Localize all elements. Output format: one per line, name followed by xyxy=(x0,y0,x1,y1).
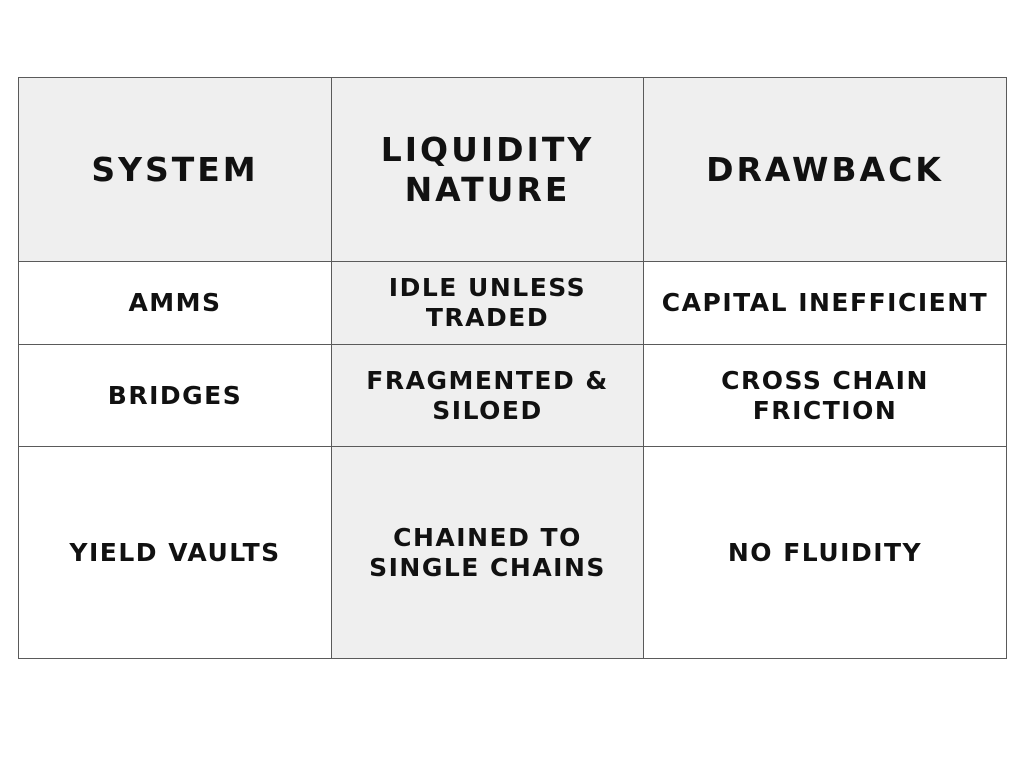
cell-drawback: CROSS CHAIN FRICTION xyxy=(643,344,1007,447)
cell-liquidity-nature: CHAINED TO SINGLE CHAINS xyxy=(331,446,644,659)
table-header-row: SYSTEM LIQUIDITY NATURE DRAWBACK xyxy=(18,77,1007,262)
cell-liquidity-nature: FRAGMENTED & SILOED xyxy=(331,344,644,447)
cell-system: YIELD VAULTS xyxy=(18,446,332,659)
comparison-table: SYSTEM LIQUIDITY NATURE DRAWBACK AMMS ID… xyxy=(18,77,1007,659)
header-system: SYSTEM xyxy=(18,77,332,262)
cell-liquidity-nature: IDLE UNLESS TRADED xyxy=(331,261,644,345)
table-row: BRIDGES FRAGMENTED & SILOED CROSS CHAIN … xyxy=(18,344,1007,447)
cell-system: AMMS xyxy=(18,261,332,345)
cell-drawback: CAPITAL INEFFICIENT xyxy=(643,261,1007,345)
cell-system: BRIDGES xyxy=(18,344,332,447)
cell-drawback: NO FLUIDITY xyxy=(643,446,1007,659)
table-row: AMMS IDLE UNLESS TRADED CAPITAL INEFFICI… xyxy=(18,261,1007,345)
header-drawback: DRAWBACK xyxy=(643,77,1007,262)
header-liquidity-nature: LIQUIDITY NATURE xyxy=(331,77,644,262)
table-row: YIELD VAULTS CHAINED TO SINGLE CHAINS NO… xyxy=(18,446,1007,659)
